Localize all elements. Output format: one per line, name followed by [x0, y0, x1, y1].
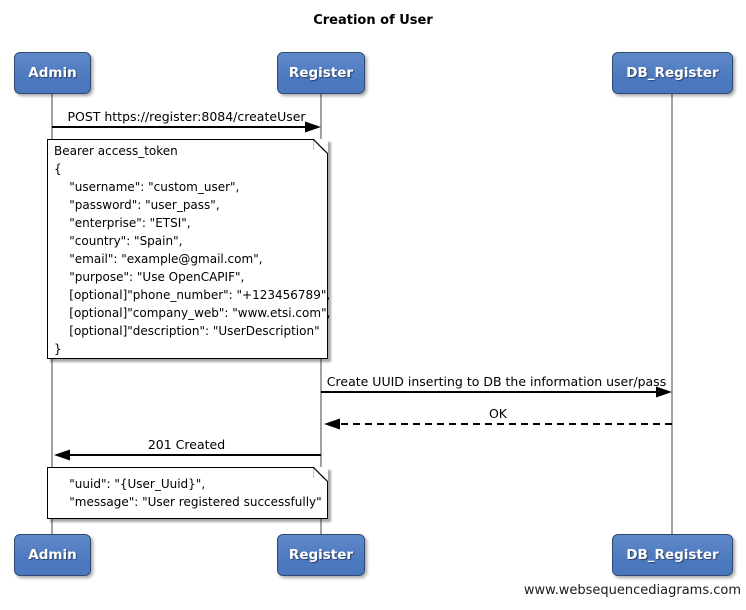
- actor-box-register-top: Register: [277, 52, 365, 94]
- actor-label: DB_Register: [626, 547, 719, 563]
- note-fold-icon: [312, 466, 329, 483]
- note-body: "uuid": "{User_Uuid}", "message": "User …: [48, 468, 327, 513]
- actor-label: DB_Register: [626, 65, 719, 81]
- note-body: Bearer access_token { "username": "custo…: [48, 140, 331, 360]
- note-line: "enterprise": "ETSI",: [54, 216, 191, 230]
- note-line: Bearer access_token: [54, 144, 178, 158]
- note-line: [optional]"description": "UserDescriptio…: [54, 324, 320, 338]
- note-line: [optional]"phone_number": "+123456789",: [54, 288, 331, 302]
- actor-box-register-bottom: Register: [277, 534, 365, 576]
- note-response-body: "uuid": "{User_Uuid}", "message": "User …: [47, 466, 329, 519]
- note-line: "uuid": "{User_Uuid}",: [54, 477, 206, 491]
- actor-label: Register: [288, 65, 354, 81]
- actor-label: Register: [288, 547, 354, 563]
- actor-label: Admin: [28, 65, 77, 81]
- actor-box-admin-bottom: Admin: [14, 534, 91, 576]
- actor-label: Admin: [28, 547, 77, 563]
- note-line: "message": "User registered successfully…: [54, 495, 322, 509]
- note-line: "country": "Spain",: [54, 234, 183, 248]
- note-line: [optional]"company_web": "www.etsi.com",: [54, 306, 331, 320]
- message-label-post-createuser: POST https://register:8084/createUser: [67, 109, 306, 124]
- message-label-ok: OK: [488, 406, 508, 421]
- actor-box-db-register-top: DB_Register: [612, 52, 733, 94]
- actor-box-admin-top: Admin: [14, 52, 91, 94]
- note-fold-icon: [312, 138, 329, 155]
- actor-box-db-register-bottom: DB_Register: [612, 534, 733, 576]
- websequencediagrams-credit: www.websequencediagrams.com: [523, 583, 741, 598]
- note-line: {: [54, 162, 62, 176]
- note-line: "purpose": "Use OpenCAPIF",: [54, 270, 245, 284]
- diagram-title: Creation of User: [313, 13, 433, 28]
- message-label-create-uuid: Create UUID inserting to DB the informat…: [326, 374, 667, 389]
- note-request-body: Bearer access_token { "username": "custo…: [47, 138, 331, 360]
- note-line: "username": "custom_user",: [54, 180, 240, 194]
- message-label-201-created: 201 Created: [147, 437, 226, 452]
- note-line: "email": "example@gmail.com",: [54, 252, 263, 266]
- note-line: }: [54, 342, 62, 356]
- note-line: "password": "user_pass",: [54, 198, 220, 212]
